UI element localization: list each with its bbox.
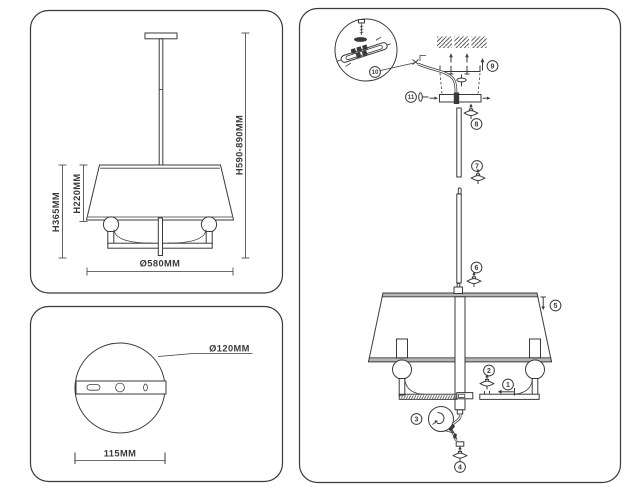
washer-icon: [354, 37, 367, 42]
dimension-plate-width: 115MM: [74, 449, 166, 464]
canopy-mount-bar: [75, 380, 167, 395]
dim-plate-width-label: 115MM: [104, 449, 137, 459]
part-label-11: 11: [405, 91, 417, 103]
arm-bar-left: [398, 393, 458, 400]
canopy-plate: [439, 94, 482, 103]
svg-text:7: 7: [475, 163, 479, 170]
lamp-shade: [85, 164, 235, 221]
dim-height-total-label: H590-890MM: [235, 115, 245, 175]
dim-shade-diameter-label: Ø580MM: [140, 259, 181, 269]
keyhole: [143, 383, 148, 392]
hanging-rod: [158, 38, 164, 166]
front-view-panel-border: [29, 9, 284, 294]
candle-sleeve: [396, 338, 408, 359]
part-label-2: 2: [483, 364, 495, 377]
shade-screw-icon: [540, 296, 546, 310]
canopy-view-panel: Ø120MM 115MM: [29, 305, 284, 483]
rod-connector-nub: [457, 187, 462, 195]
bulb: [102, 216, 120, 233]
bracket-screw-icon: [448, 53, 454, 75]
rod-section-lower: [456, 193, 462, 284]
tube-bottom-nub: [456, 409, 464, 415]
arm-bar-right: [479, 393, 540, 400]
slide-arrow-icon: [482, 96, 491, 100]
bulb: [200, 216, 218, 233]
center-rod-lower: [157, 217, 164, 256]
pendant-lamp-front-view: [85, 32, 235, 256]
svg-text:3: 3: [415, 416, 419, 423]
rod-section-upper: [456, 107, 462, 178]
canopy-screw-icon: [456, 74, 467, 87]
ceiling-plate: [144, 32, 178, 40]
shade-top-rim: [381, 292, 539, 298]
dimension-height-total: H590-890MM: [235, 32, 250, 259]
part-label-10: 10: [369, 66, 381, 78]
part-label-7: 7: [471, 160, 483, 172]
mounting-strap-detail: [337, 36, 391, 67]
candle-sleeve: [529, 338, 541, 359]
shade-top-joint: [453, 286, 463, 294]
callout-target-mark: [412, 55, 426, 65]
ceiling-hatch: [437, 36, 487, 48]
part-label-9: 9: [486, 60, 499, 72]
cable-connector: [453, 92, 460, 104]
mounting-bracket: 9: [439, 53, 499, 95]
part-label-6: 6: [470, 261, 483, 274]
svg-text:9: 9: [491, 63, 495, 70]
side-screw-icon: [418, 92, 429, 102]
zoom-detail-circle: 10: [334, 18, 426, 82]
dimension-shade-height: H220MM: [72, 164, 88, 222]
part-label-4: 4: [454, 461, 466, 473]
part-label-5: 5: [549, 299, 562, 312]
slide-arrow-icon: [429, 96, 438, 100]
hook-icon: [436, 412, 445, 425]
svg-text:2: 2: [487, 368, 491, 375]
center-hole: [115, 382, 125, 393]
screw-icon: [358, 19, 365, 35]
dimension-shade-diameter: Ø580MM: [86, 259, 234, 276]
part-label-8: 8: [470, 118, 483, 130]
dim-fixture-height-label: H365MM: [51, 192, 61, 232]
front-view-panel: H590-890MM H365MM H220MM Ø580MM: [29, 9, 284, 294]
svg-text:1: 1: [506, 382, 510, 389]
svg-text:11: 11: [408, 94, 415, 101]
arm-post: [531, 378, 539, 396]
lamp-arm-post: [107, 231, 115, 244]
svg-text:8: 8: [475, 121, 479, 128]
tab-slot: [458, 393, 466, 399]
slot-hole: [86, 384, 101, 391]
svg-text:5: 5: [554, 303, 558, 310]
svg-text:6: 6: [475, 265, 479, 272]
dim-shade-height-label: H220MM: [72, 173, 82, 213]
dimension-canopy-diameter: Ø120MM: [157, 344, 253, 357]
arm-post: [398, 378, 406, 396]
end-cap: [455, 441, 465, 447]
dim-canopy-diameter-label: Ø120MM: [209, 344, 250, 354]
part-label-3: 3: [410, 413, 423, 425]
assembly-panel: 10: [298, 7, 622, 484]
shade-assembly: [367, 283, 553, 415]
hook-detail-circle: [428, 406, 454, 434]
bracket-screw-icon: [464, 53, 470, 75]
cable-clip: [448, 423, 455, 432]
svg-text:4: 4: [458, 464, 462, 471]
bulb: [525, 359, 545, 380]
part-label-1: 1: [502, 378, 514, 391]
svg-text:10: 10: [372, 69, 379, 76]
arm-screw-icon: [497, 388, 515, 396]
dimension-fixture-height: H365MM: [51, 164, 67, 259]
lamp-arm-post: [205, 231, 213, 244]
bulb: [392, 359, 412, 380]
cable-clip: [453, 433, 457, 439]
up-arrow-icon: [480, 58, 485, 71]
